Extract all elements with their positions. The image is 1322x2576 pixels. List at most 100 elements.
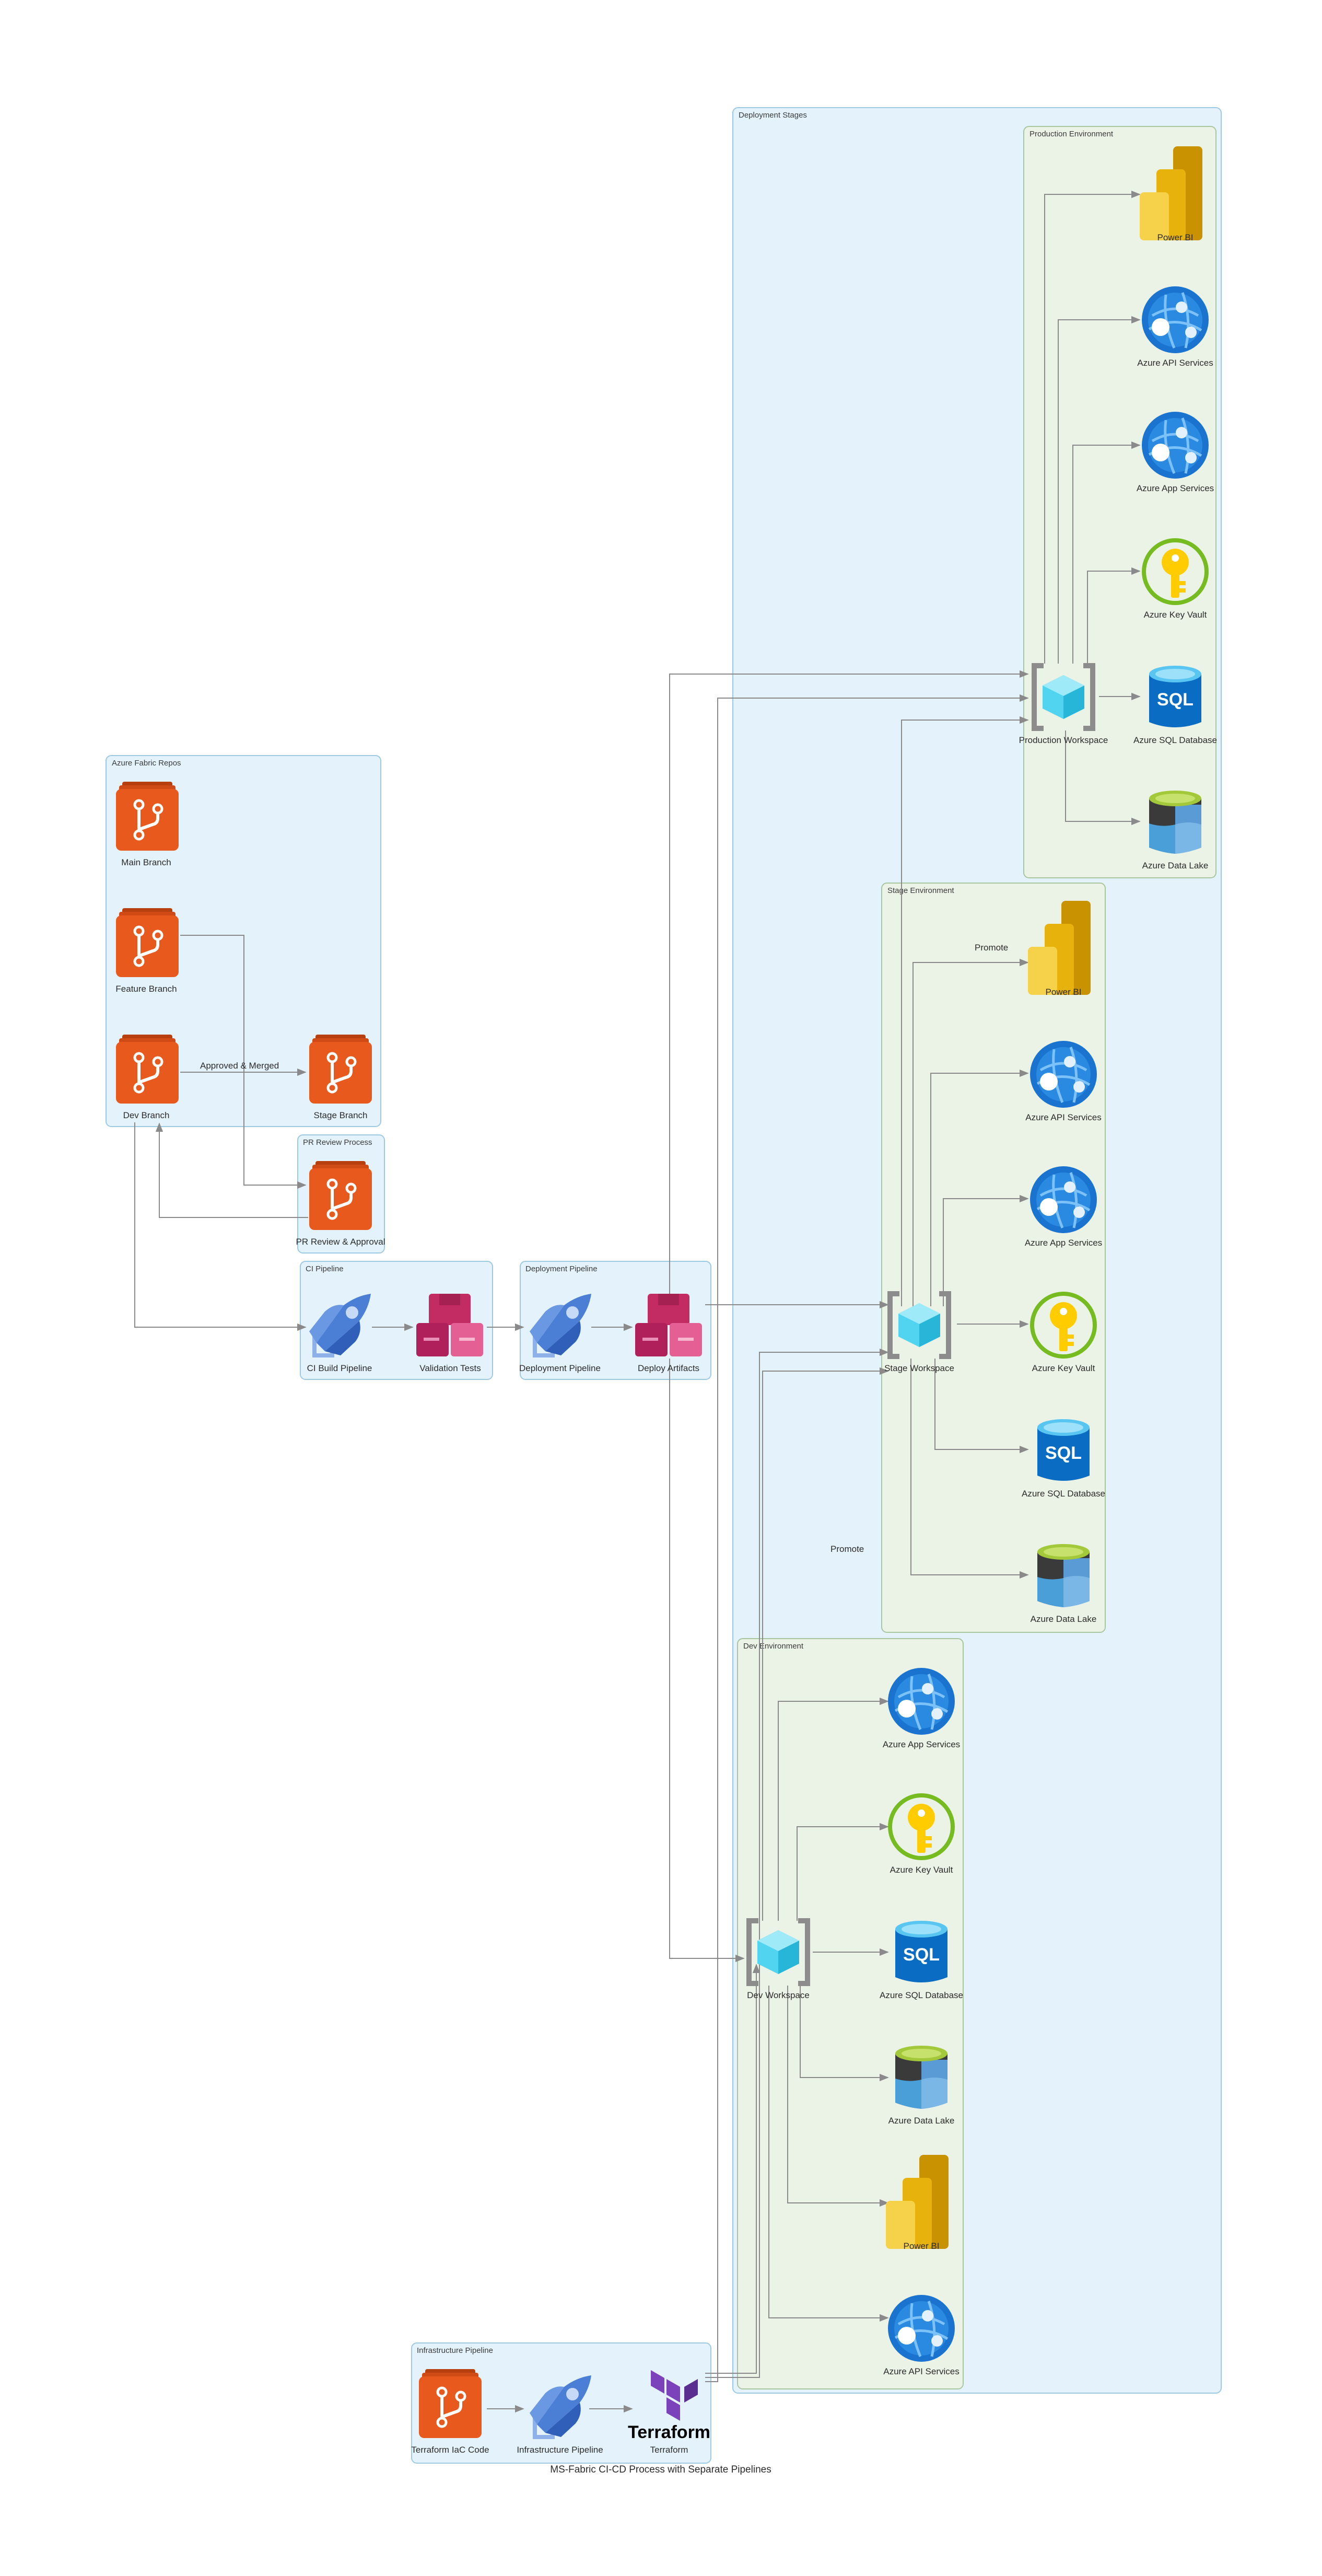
dev-branch-node[interactable]: Dev Branch [116, 1035, 179, 1120]
stage-sql-node[interactable]: SQL Azure SQL Database [1022, 1419, 1105, 1499]
edge-stage-to-app [943, 1194, 1029, 1306]
edges [134, 190, 1141, 2413]
edge-prod-to-lake [1065, 730, 1141, 826]
prod-workspace-node[interactable]: Production Workspace [1019, 666, 1108, 745]
azure-api-services-icon [888, 2295, 955, 2362]
sql-text: SQL [1157, 690, 1194, 710]
dev-lake-label: Azure Data Lake [888, 2116, 955, 2126]
git-repo-icon [116, 908, 179, 977]
stage-lake-label: Azure Data Lake [1031, 1614, 1097, 1624]
sql-text: SQL [1045, 1443, 1082, 1463]
prod-powerbi-label: Power BI [1157, 233, 1194, 242]
validation-tests-label: Validation Tests [419, 1363, 481, 1373]
pr-review-label-text: PR Review & Approval [296, 1237, 385, 1247]
terraform-iac-label: Terraform IaC Code [411, 2445, 489, 2455]
prod-powerbi-node[interactable]: Power BI [1140, 146, 1202, 242]
validation-tests-node[interactable]: Validation Tests [416, 1294, 483, 1373]
prod-sql-label: Azure SQL Database [1133, 735, 1217, 745]
prod-sql-node[interactable]: SQL Azure SQL Database [1133, 666, 1217, 745]
dev-sql-node[interactable]: SQL Azure SQL Database [880, 1921, 963, 2000]
infrastructure-pipeline-node[interactable]: Infrastructure Pipeline [517, 2375, 603, 2455]
dev-api-node[interactable]: Azure API Services [883, 2295, 960, 2376]
edge-dev-to-powerbi [787, 1986, 889, 2207]
edge-terraform-to-stage [705, 1348, 889, 2378]
ci-build-node[interactable]: CI Build Pipeline [307, 1294, 372, 1373]
edge-artifacts-to-prod [669, 670, 1029, 1296]
stage-keyvault-label: Azure Key Vault [1032, 1363, 1095, 1373]
edge-stage-to-sql [934, 1359, 1029, 1454]
prod-app-label: Azure App Services [1137, 483, 1214, 493]
git-repo-icon [116, 782, 179, 851]
infrastructure-pipeline-label: Infrastructure Pipeline [417, 2346, 493, 2355]
prod-lake-node[interactable]: Azure Data Lake [1142, 791, 1209, 871]
production-environment-label: Production Environment [1029, 130, 1114, 138]
feature-branch-node[interactable]: Feature Branch [115, 908, 179, 994]
stage-api-node[interactable]: Azure API Services [1025, 1041, 1102, 1122]
deployment-pipeline-label: Deployment Pipeline [525, 1264, 598, 1273]
azure-app-services-icon [1142, 412, 1209, 479]
prod-api-label: Azure API Services [1137, 358, 1213, 368]
stage-keyvault-node[interactable]: Azure Key Vault [1032, 1294, 1095, 1373]
stage-branch-label: Stage Branch [313, 1110, 367, 1120]
dev-lake-node[interactable]: Azure Data Lake [888, 2046, 955, 2126]
dev-app-node[interactable]: Azure App Services [883, 1668, 960, 1749]
terraform-node[interactable]: Terraform Terraform [628, 2370, 710, 2455]
dev-workspace-node[interactable]: Dev Workspace [747, 1921, 810, 2000]
dev-api-label: Azure API Services [883, 2366, 960, 2376]
edge-dev-to-stage-promote [762, 1367, 889, 1921]
prod-lake-label: Azure Data Lake [1142, 861, 1209, 871]
dev-branch-label: Dev Branch [123, 1110, 170, 1120]
feature-branch-label: Feature Branch [115, 984, 177, 994]
dev-workspace-label: Dev Workspace [747, 1990, 810, 2000]
dev-keyvault-label: Azure Key Vault [890, 1865, 953, 1875]
promote-label-stage: Promote [830, 1544, 864, 1554]
edge-stage-to-prod-promote [901, 716, 1029, 1306]
pr-review-node[interactable]: PR Review & Approval [296, 1161, 385, 1247]
approved-merged-label: Approved & Merged [200, 1061, 279, 1071]
stage-branch-node[interactable]: Stage Branch [309, 1035, 372, 1120]
azure-fabric-repos-label: Azure Fabric Repos [112, 759, 181, 768]
stage-workspace-label: Stage Workspace [884, 1363, 954, 1373]
stage-api-label: Azure API Services [1025, 1112, 1102, 1122]
prod-workspace-label: Production Workspace [1019, 735, 1108, 745]
dev-powerbi-node[interactable]: Power BI [886, 2155, 949, 2251]
azure-api-services-icon [1142, 286, 1209, 353]
azure-app-services-icon [888, 1668, 955, 1735]
deploy-artifacts-label: Deploy Artifacts [638, 1363, 699, 1373]
terraform-wordmark: Terraform [628, 2422, 710, 2442]
ci-build-label: CI Build Pipeline [307, 1363, 372, 1373]
main-branch-node[interactable]: Main Branch [116, 782, 179, 867]
prod-keyvault-node[interactable]: Azure Key Vault [1144, 540, 1207, 620]
deploy-artifacts-node[interactable]: Deploy Artifacts [635, 1294, 702, 1373]
dev-sql-label: Azure SQL Database [880, 1990, 963, 2000]
azure-api-services-icon [1030, 1041, 1097, 1108]
diagram-title: MS-Fabric CI-CD Process with Separate Pi… [550, 2464, 771, 2475]
stage-environment-label: Stage Environment [887, 886, 954, 895]
main-branch-label: Main Branch [121, 857, 171, 867]
git-repo-icon [309, 1161, 372, 1230]
deployment-stages-label: Deployment Stages [739, 111, 807, 120]
stage-app-node[interactable]: Azure App Services [1025, 1166, 1102, 1248]
edge-prod-to-keyvault [1087, 567, 1141, 664]
data-lake-icon [1149, 791, 1201, 854]
terraform-iac-node[interactable]: Terraform IaC Code [411, 2369, 489, 2455]
prod-app-node[interactable]: Azure App Services [1137, 412, 1214, 493]
data-lake-icon [895, 2046, 947, 2109]
prod-api-node[interactable]: Azure API Services [1137, 286, 1213, 368]
terraform-label: Terraform [650, 2445, 688, 2455]
dev-app-label: Azure App Services [883, 1739, 960, 1749]
edge-stage-to-api [930, 1069, 1029, 1306]
edge-prod-to-app [1072, 441, 1141, 664]
dev-environment-cluster: Dev Environment [737, 1638, 964, 2389]
infrastructure-pipeline-label-text: Infrastructure Pipeline [517, 2445, 603, 2455]
stage-lake-node[interactable]: Azure Data Lake [1031, 1544, 1097, 1624]
dev-keyvault-node[interactable]: Azure Key Vault [890, 1795, 953, 1875]
edge-stage-to-lake [910, 1359, 1029, 1579]
stage-workspace-node[interactable]: Stage Workspace [884, 1294, 954, 1373]
edge-terraform-to-prod [705, 694, 1029, 2382]
stage-app-label: Azure App Services [1025, 1238, 1102, 1248]
deployment-pipeline-node[interactable]: Deployment Pipeline [519, 1294, 601, 1373]
pr-review-label: PR Review Process [303, 1138, 372, 1147]
deployment-pipeline-label-text: Deployment Pipeline [519, 1363, 601, 1373]
stage-powerbi-node[interactable]: Power BI [1028, 901, 1091, 997]
